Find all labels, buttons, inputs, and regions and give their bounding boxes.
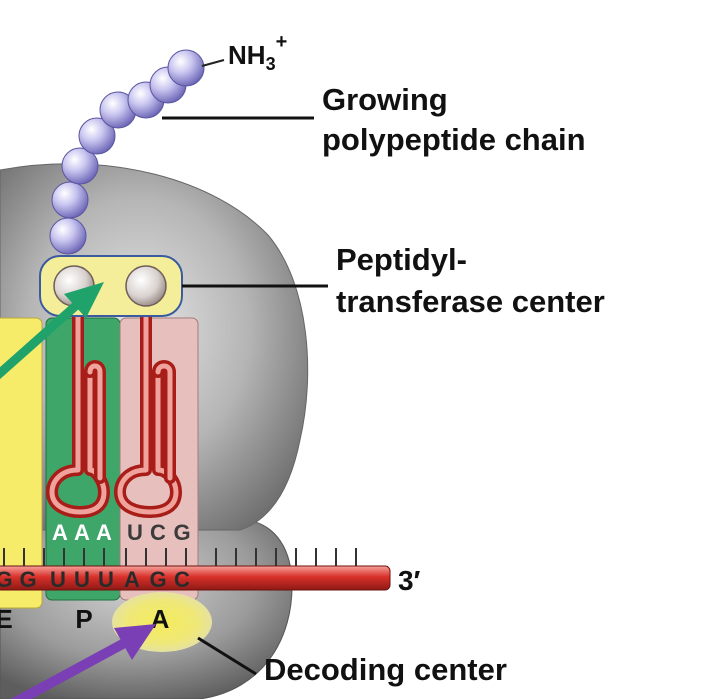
anticodon-base: A xyxy=(74,520,90,545)
site-label-a: A xyxy=(151,604,170,634)
mrna-three-prime-label: 3′ xyxy=(398,565,421,596)
a-site-amino-acid xyxy=(125,265,167,307)
mrna-base: G xyxy=(149,567,166,592)
base-pair-ticks xyxy=(3,548,357,566)
mrna-strand xyxy=(0,565,391,591)
amino-terminus-label: NH3+ xyxy=(228,31,287,74)
peptide-bead xyxy=(51,181,89,219)
mrna-base: A xyxy=(124,567,140,592)
mrna-base: U xyxy=(98,567,114,592)
decoding-leader xyxy=(197,636,257,676)
mrna-base: G xyxy=(0,567,13,592)
purple-arrow xyxy=(10,624,156,699)
p-site-anticodon: A A A xyxy=(52,520,112,545)
peptide-bead xyxy=(49,217,87,255)
peptide-bead xyxy=(78,117,116,155)
n-terminus-bond xyxy=(201,59,225,67)
growing-chain-label-line1: Growing xyxy=(322,82,448,117)
green-arrow xyxy=(0,282,104,380)
ptc-label-line2: transferase center xyxy=(336,284,605,319)
mrna-sequence: G G U U U A G C xyxy=(0,567,190,592)
anticodon-base: G xyxy=(173,520,190,545)
polypeptide-chain xyxy=(49,49,205,255)
mrna-base: U xyxy=(74,567,90,592)
a-site-trna xyxy=(114,312,182,518)
peptide-bead xyxy=(61,147,99,185)
p-site-trna xyxy=(46,292,110,518)
mrna-base: U xyxy=(50,567,66,592)
growing-chain-label-line2: polypeptide chain xyxy=(322,122,586,157)
ptc-label-line1: Peptidyl- xyxy=(336,242,467,277)
anticodon-base: C xyxy=(150,520,166,545)
site-label-e: E xyxy=(0,604,13,634)
a-site-anticodon: U C G xyxy=(127,520,191,545)
anticodon-base: U xyxy=(127,520,143,545)
site-label-p: P xyxy=(75,604,92,634)
peptide-bead xyxy=(167,49,205,87)
e-site-region xyxy=(0,317,43,609)
anticodon-base: A xyxy=(96,520,112,545)
decoding-center-label: Decoding center xyxy=(264,652,507,687)
anticodon-base: A xyxy=(52,520,68,545)
mrna-base: C xyxy=(174,567,190,592)
mrna-base: G xyxy=(19,567,36,592)
